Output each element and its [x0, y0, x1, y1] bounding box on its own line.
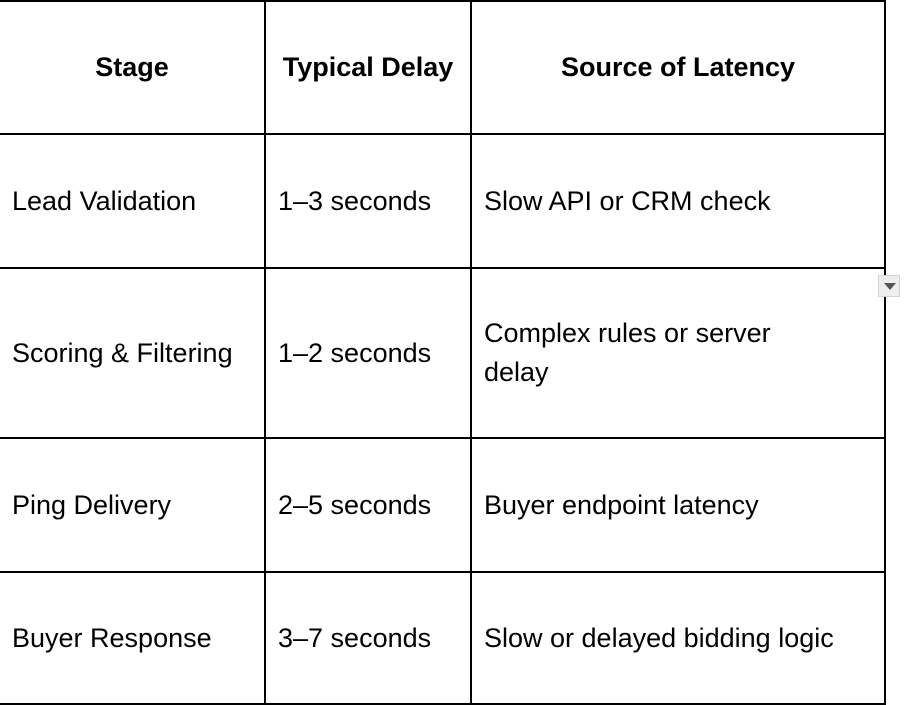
table-row: Scoring & Filtering 1–2 seconds Complex … [0, 267, 886, 439]
table-row: Buyer Response 3–7 seconds Slow or delay… [0, 571, 886, 705]
cell-stage: Scoring & Filtering [0, 267, 266, 439]
header-row: Stage Typical Delay Source of Latency [0, 0, 886, 135]
cell-stage: Ping Delivery [0, 437, 266, 573]
table-row: Ping Delivery 2–5 seconds Buyer endpoint… [0, 437, 886, 573]
cell-delay: 1–2 seconds [264, 267, 472, 439]
cell-source: Slow or delayed bidding logic [470, 571, 886, 705]
cell-delay: 1–3 seconds [264, 133, 472, 269]
header-typical-delay: Typical Delay [264, 0, 472, 135]
cell-source: Complex rules or server delay [470, 267, 886, 439]
cell-delay: 2–5 seconds [264, 437, 472, 573]
cell-source: Slow API or CRM check [470, 133, 886, 269]
header-source-of-latency: Source of Latency [470, 0, 886, 135]
header-stage: Stage [0, 0, 266, 135]
cell-stage: Buyer Response [0, 571, 266, 705]
cell-stage: Lead Validation [0, 133, 266, 269]
cell-source: Buyer endpoint latency [470, 437, 886, 573]
cell-delay: 3–7 seconds [264, 571, 472, 705]
table-row: Lead Validation 1–3 seconds Slow API or … [0, 133, 886, 269]
chevron-down-icon[interactable] [878, 275, 900, 297]
